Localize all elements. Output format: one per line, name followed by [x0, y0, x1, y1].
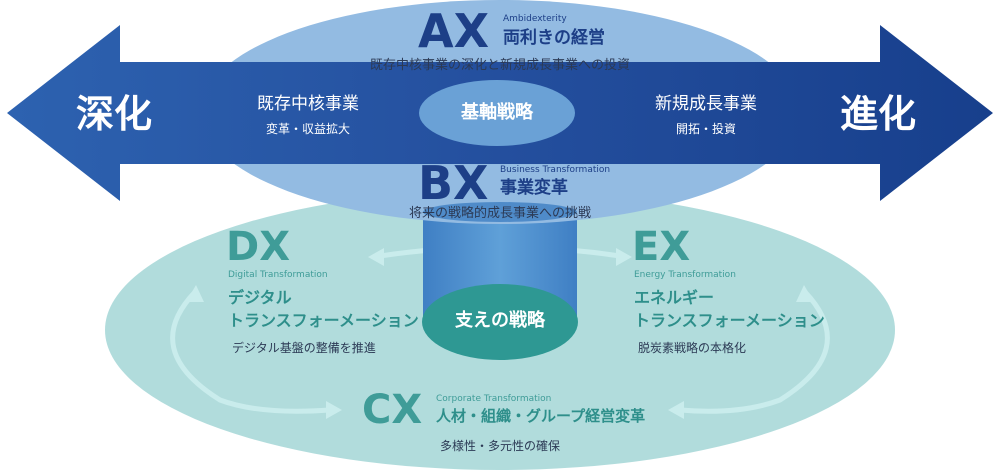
- hub-top-label: 基軸戦略: [461, 102, 533, 123]
- hub-bottom-label: 支えの戦略: [455, 310, 545, 331]
- arrow-right-label: 進化: [840, 92, 917, 136]
- cycle-arrow-left: [170, 289, 333, 414]
- ax-desc: 既存中核事業の深化と新規成長事業への投資: [369, 58, 631, 73]
- arrowhead-right-bottom: [668, 401, 684, 419]
- ex-en: Energy Transformation: [634, 270, 736, 280]
- core-right-title: 新規成長事業: [655, 94, 757, 114]
- dx-jp-line2: トランスフォーメーション: [228, 311, 419, 330]
- tube-cap: [423, 202, 577, 222]
- arrowhead-top-left: [368, 248, 384, 266]
- arrowhead-left-bottom: [326, 401, 342, 419]
- arrowhead-right-top: [796, 285, 814, 302]
- arrowhead-top-right: [616, 248, 632, 266]
- ex-letters: EX: [632, 224, 691, 270]
- cx-jp: 人材・組織・グループ経営変革: [436, 407, 646, 425]
- dx-letters: DX: [226, 224, 291, 270]
- core-left-title: 既存中核事業: [257, 94, 359, 114]
- cx-en: Corporate Transformation: [436, 394, 552, 404]
- ax-letters: AX: [418, 4, 490, 58]
- hub-bottom: [422, 284, 578, 360]
- bx-letters: BX: [418, 156, 489, 210]
- bx-en: Business Transformation: [500, 165, 611, 175]
- arrow-left-label: 深化: [76, 92, 153, 136]
- ex-desc: 脱炭素戦略の本格化: [638, 341, 747, 355]
- dx-en: Digital Transformation: [228, 270, 328, 280]
- ax-jp: 両利きの経営: [503, 28, 605, 48]
- ex-jp-line2: トランスフォーメーション: [634, 311, 825, 330]
- cx-letters: CX: [362, 387, 423, 433]
- dx-desc: デジタル基盤の整備を推進: [232, 341, 376, 355]
- ex-jp-line1: エネルギー: [634, 288, 715, 307]
- bx-jp: 事業変革: [500, 178, 568, 198]
- cx-desc: 多様性・多元性の確保: [439, 439, 561, 453]
- core-right-sub: 開拓・投資: [675, 122, 737, 136]
- dx-jp-line1: デジタル: [228, 288, 292, 307]
- ax-en: Ambidexterity: [503, 14, 567, 24]
- cycle-arrowheads: [186, 248, 814, 419]
- cycle-arrow-right: [677, 289, 830, 414]
- arrowhead-left-top: [186, 285, 204, 302]
- hub-top: [419, 80, 575, 146]
- core-left-sub: 変革・収益拡大: [265, 122, 351, 136]
- bx-desc: 将来の戦略的成長事業への挑戦: [408, 206, 592, 221]
